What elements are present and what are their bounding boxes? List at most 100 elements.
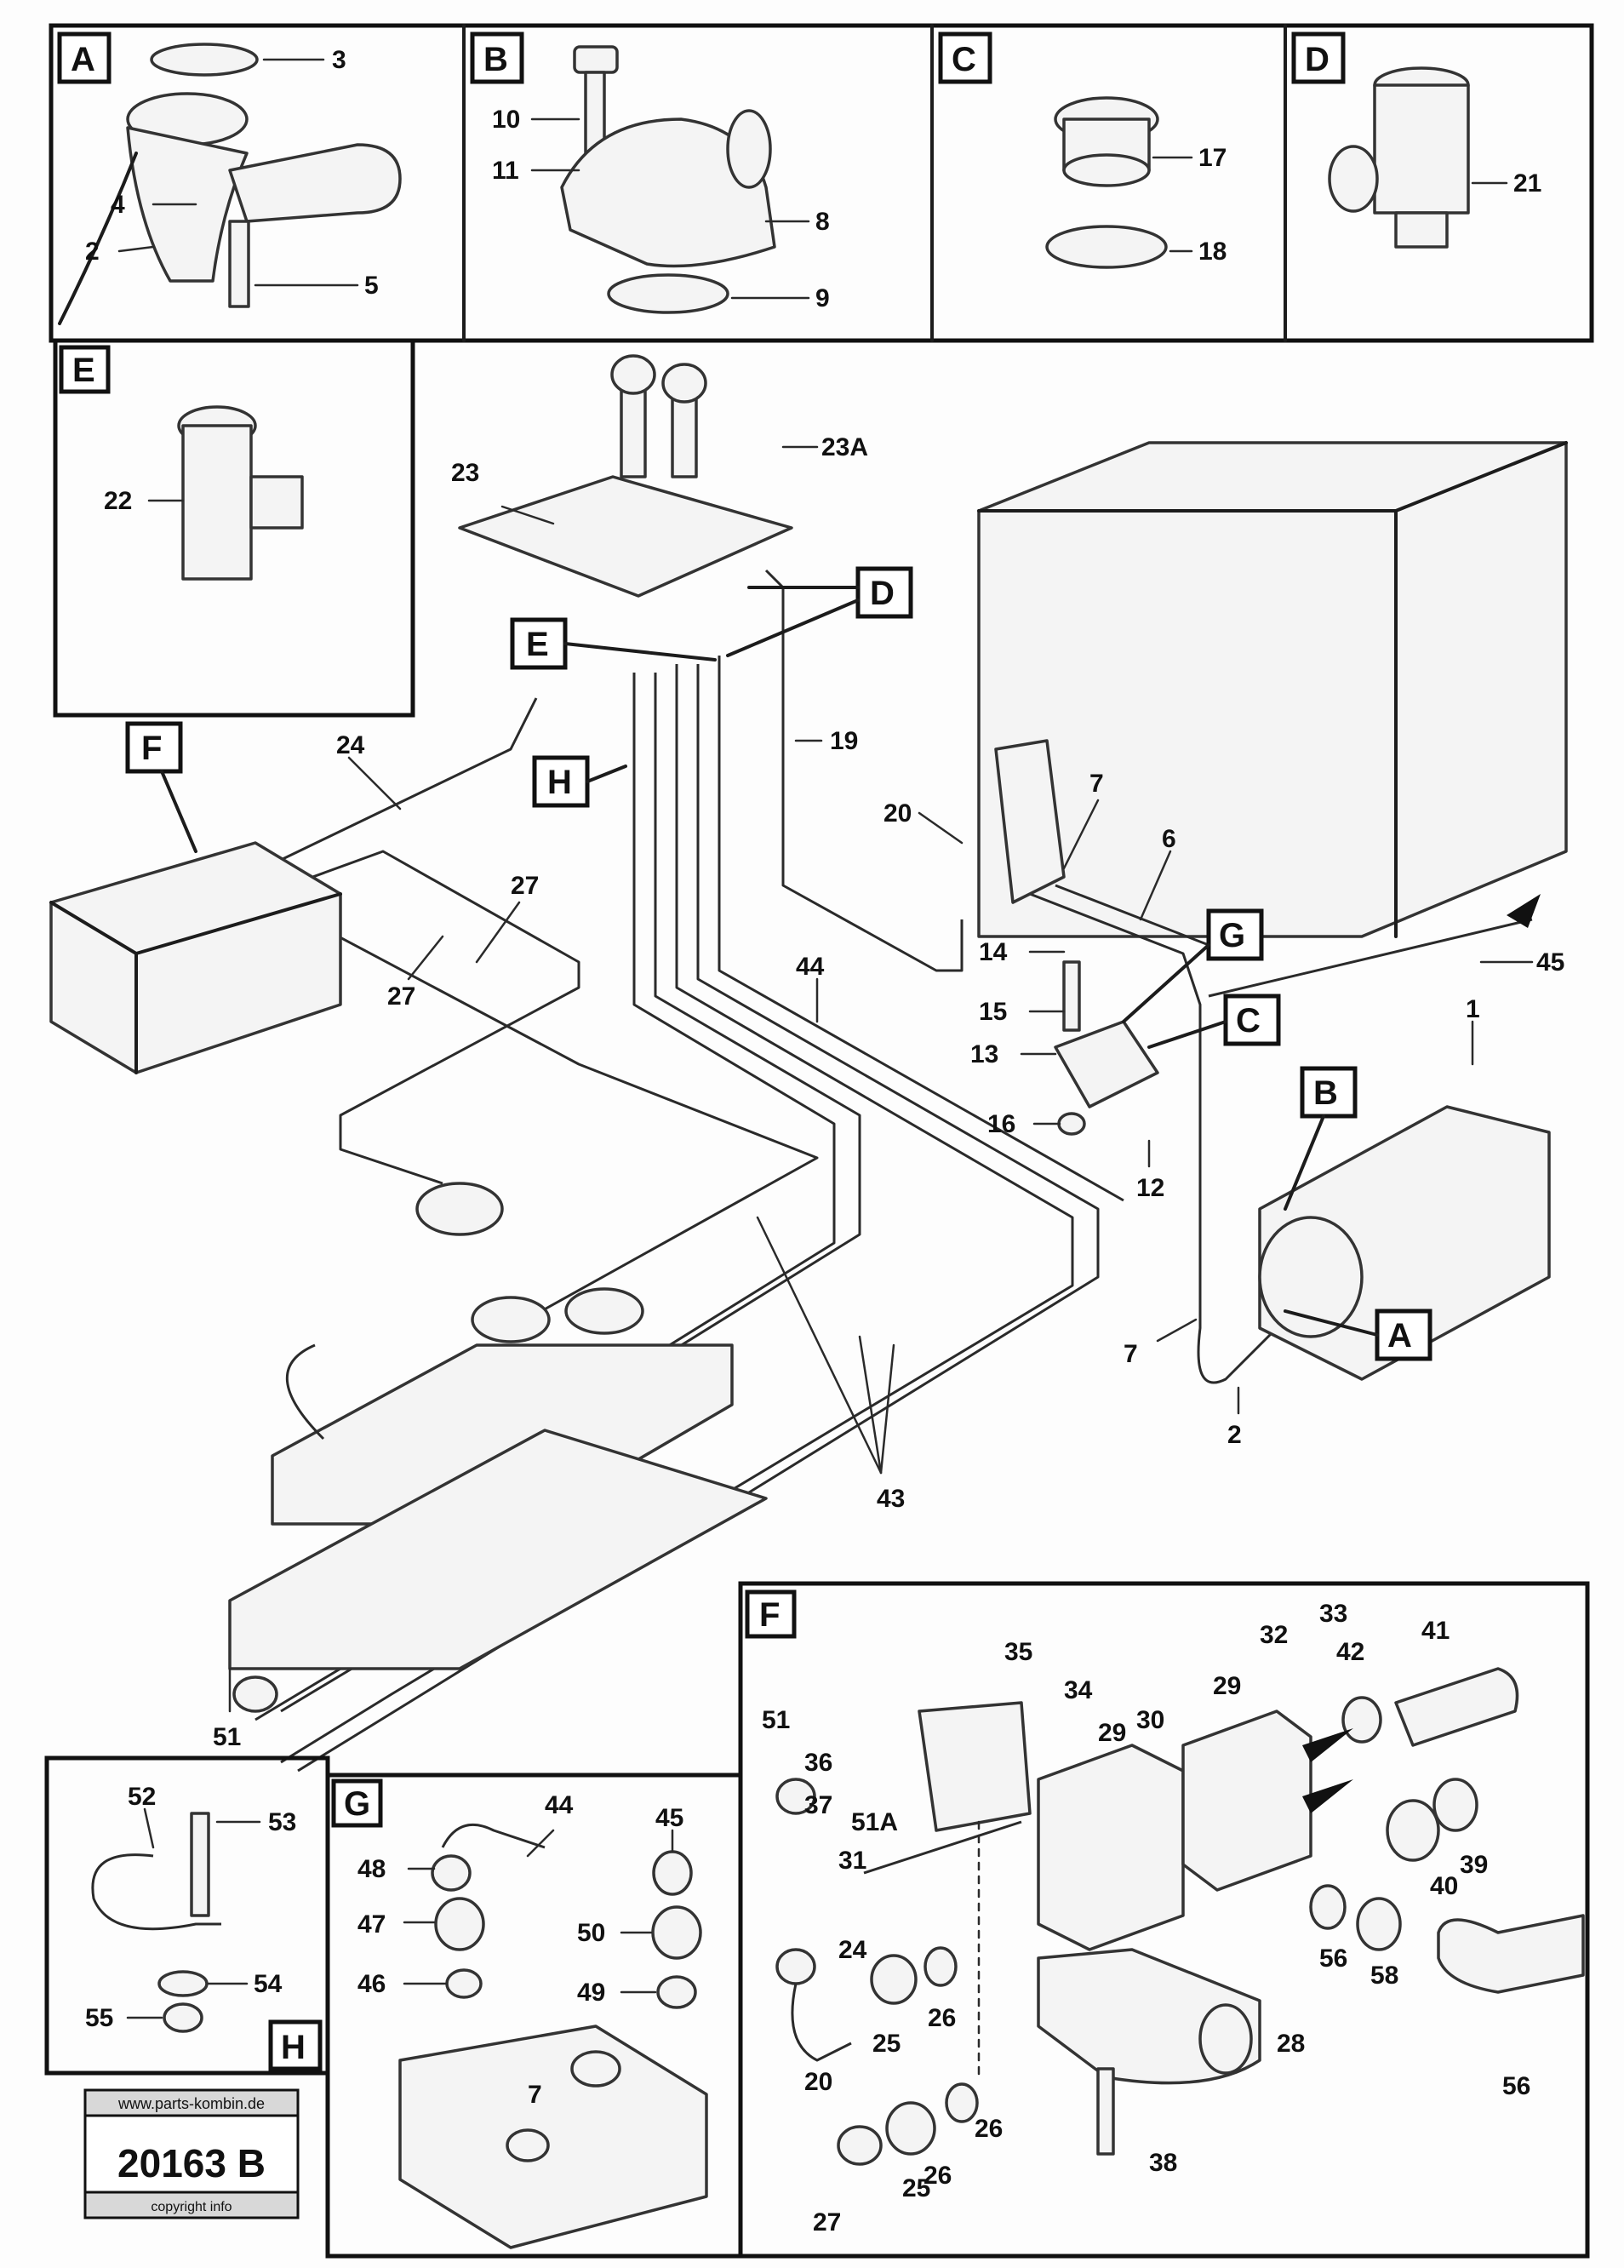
reference-box-header bbox=[83, 2088, 300, 2117]
panel-a-tag-box bbox=[57, 32, 112, 84]
cylinder-unit bbox=[228, 1429, 768, 1670]
pipe-24 bbox=[280, 697, 538, 862]
pipe-45 bbox=[1208, 918, 1533, 998]
tank-port bbox=[506, 2128, 550, 2162]
callout: 44 bbox=[545, 1791, 574, 1819]
lever-knob bbox=[610, 354, 656, 395]
callout: 56 bbox=[1502, 2072, 1530, 2100]
callout: 23A bbox=[821, 433, 868, 461]
reference-box: www.parts-kombin.de 20163 B copyright in… bbox=[83, 2088, 300, 2219]
reference-top-text: www.parts-kombin.de bbox=[117, 2095, 265, 2112]
panel-h-tag-box bbox=[268, 2019, 323, 2071]
main-assembly: 23 23A bbox=[49, 354, 1568, 1773]
callout: 51 bbox=[213, 1723, 241, 1751]
callout: 26 bbox=[975, 2115, 1003, 2143]
tag-box bbox=[125, 721, 183, 774]
bolt bbox=[228, 220, 250, 308]
callout: 51A bbox=[851, 1808, 898, 1836]
washer-56 bbox=[1309, 1884, 1347, 1930]
tag-b: B bbox=[1313, 1074, 1338, 1112]
callout: 35 bbox=[1004, 1638, 1032, 1666]
plug bbox=[1198, 2003, 1253, 2075]
tag-box bbox=[1300, 1066, 1358, 1119]
seal-26 bbox=[924, 1946, 958, 1987]
steering-unit bbox=[271, 1343, 734, 1526]
panel-e: E 22 bbox=[53, 338, 415, 718]
callout: 25 bbox=[902, 2174, 930, 2202]
tag-box bbox=[510, 617, 568, 670]
o-ring bbox=[607, 273, 729, 314]
callout: 48 bbox=[357, 1855, 386, 1883]
callout: 2 bbox=[85, 238, 100, 266]
callout: 41 bbox=[1421, 1617, 1450, 1645]
callout: 6 bbox=[1162, 825, 1176, 853]
reference-box-footer bbox=[83, 2191, 300, 2219]
pipe-line bbox=[297, 664, 1100, 1773]
clamp bbox=[232, 1675, 278, 1713]
valve-section-29b bbox=[1181, 1710, 1312, 1892]
sealing-washer bbox=[1045, 225, 1168, 269]
panel-h-frame bbox=[44, 1755, 330, 2076]
callout: 1 bbox=[1466, 995, 1480, 1023]
arrow bbox=[1302, 1779, 1353, 1813]
callout: 19 bbox=[830, 727, 858, 755]
callout: 26 bbox=[924, 2162, 952, 2190]
pipe-2 bbox=[1029, 892, 1278, 1384]
callout: 5 bbox=[364, 272, 379, 300]
tag-box bbox=[1375, 1309, 1432, 1361]
tank-port bbox=[570, 2050, 621, 2088]
callout: 25 bbox=[872, 2030, 901, 2058]
arrow-head bbox=[1507, 894, 1541, 928]
callout: 34 bbox=[1064, 1676, 1093, 1704]
callout: 58 bbox=[1370, 1962, 1398, 1990]
hydraulic-tank bbox=[977, 441, 1568, 938]
callout: 40 bbox=[1430, 1872, 1458, 1900]
reference-id: 20163 B bbox=[117, 2141, 266, 2185]
cap-45 bbox=[652, 1850, 693, 1896]
control-valve bbox=[49, 841, 342, 1074]
callout: 27 bbox=[387, 982, 415, 1011]
panel-c: C 17 18 bbox=[938, 32, 1227, 269]
banjo-48 bbox=[431, 1854, 472, 1892]
panel-e-tag: E bbox=[72, 352, 95, 389]
panel-b-tag: B bbox=[483, 41, 508, 78]
pipe-6 bbox=[1055, 884, 1209, 947]
top-panels-frame bbox=[49, 23, 1594, 343]
tag-d: D bbox=[870, 575, 895, 612]
callout: 14 bbox=[979, 938, 1008, 966]
filter-20 bbox=[994, 739, 1066, 904]
washer-54 bbox=[157, 1970, 209, 1997]
callout: 29 bbox=[1213, 1672, 1241, 1700]
tag-e: E bbox=[526, 626, 549, 663]
panel-h: H 52 53 54 55 bbox=[44, 1755, 330, 2076]
callout: 23 bbox=[451, 459, 479, 487]
callout: 4 bbox=[111, 191, 125, 219]
callout: 7 bbox=[1124, 1340, 1138, 1368]
callout: 55 bbox=[85, 2004, 113, 2032]
bleed-cap bbox=[573, 45, 619, 74]
pump-flange bbox=[1258, 1216, 1364, 1338]
seal bbox=[1341, 1696, 1382, 1744]
pipe-27 bbox=[289, 850, 580, 1185]
nipple-50 bbox=[651, 1905, 702, 1960]
callout: 52 bbox=[128, 1783, 156, 1811]
tag-c: C bbox=[1236, 1002, 1261, 1040]
nipple-47 bbox=[434, 1897, 485, 1951]
valve-block bbox=[1054, 1020, 1159, 1108]
panel-b-tag-box bbox=[470, 32, 524, 84]
callout: 17 bbox=[1198, 144, 1227, 172]
fitting-25 bbox=[870, 1954, 918, 2005]
bolt-53 bbox=[190, 1812, 210, 1917]
callout: 8 bbox=[815, 208, 830, 236]
callout: 45 bbox=[1536, 948, 1564, 976]
nut-16 bbox=[1057, 1112, 1086, 1136]
callout: 10 bbox=[492, 106, 520, 134]
control-plate bbox=[458, 475, 793, 598]
callout: 13 bbox=[970, 1040, 998, 1068]
tag-box bbox=[855, 566, 913, 619]
callout: 28 bbox=[1277, 2030, 1305, 2058]
callout: 37 bbox=[804, 1791, 832, 1819]
pipe-line bbox=[718, 656, 1124, 1202]
